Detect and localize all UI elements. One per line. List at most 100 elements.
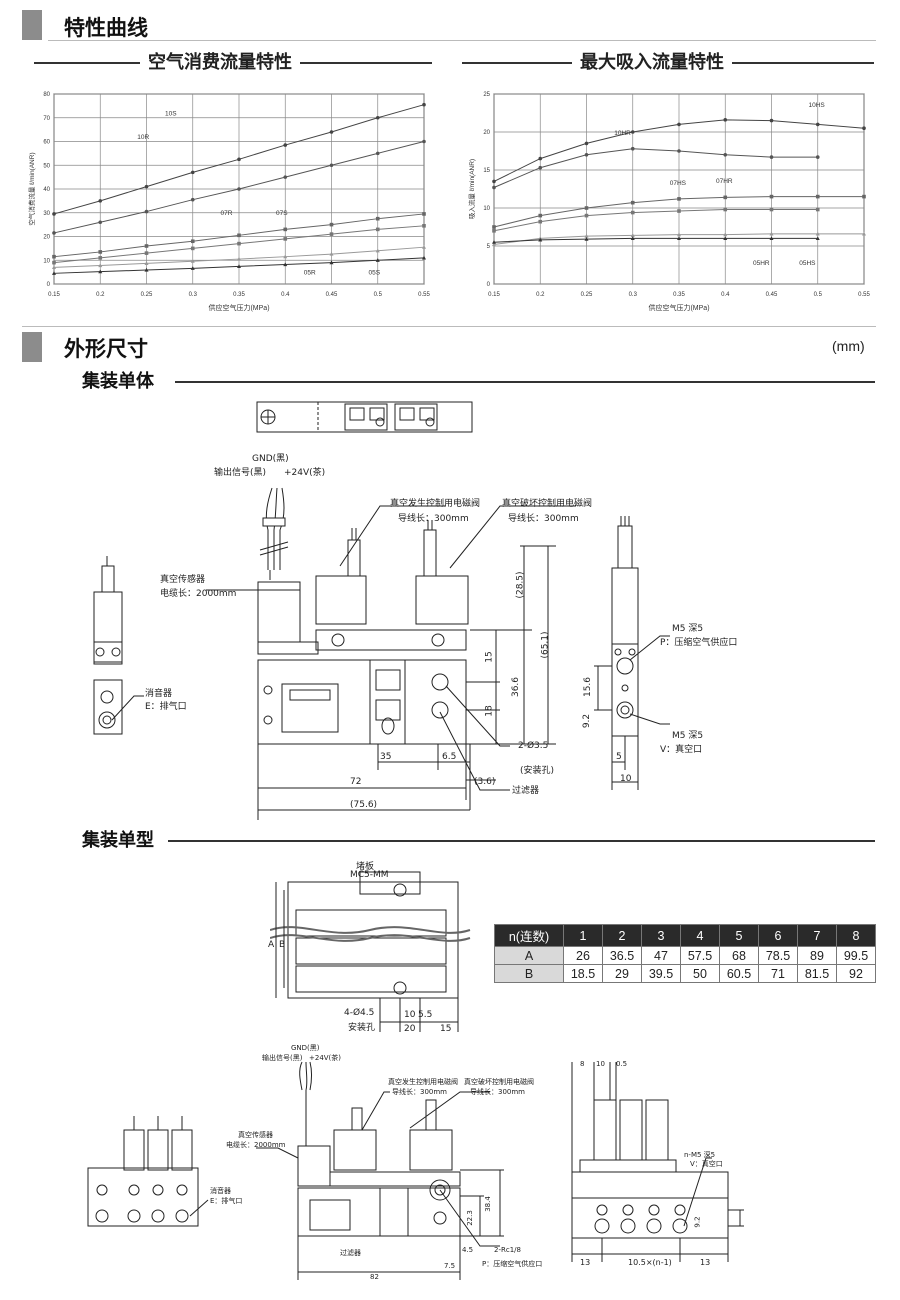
table-header-cell: n(连数) xyxy=(494,924,564,947)
x-tick-label: 0.45 xyxy=(766,292,778,298)
y-tick-label: 0 xyxy=(487,282,491,288)
dim-75-6: (75.6) xyxy=(350,800,378,810)
table-cell: B xyxy=(494,964,564,983)
filter-label: 过滤器 xyxy=(340,1249,361,1257)
data-point xyxy=(584,213,589,218)
x-tick-label: 0.4 xyxy=(721,292,730,298)
y-axis-label: 空气消费流量 ℓ/min(ANR) xyxy=(27,152,36,225)
data-point xyxy=(329,163,334,168)
table-header-cell: 2 xyxy=(602,924,642,947)
series-annotation: 05HS xyxy=(799,260,816,267)
valve2-label: 真空破坏控制用电磁阀 xyxy=(464,1078,534,1086)
data-point xyxy=(677,209,681,213)
data-point xyxy=(584,236,589,241)
mount-holes-note: 安装孔 xyxy=(348,1023,376,1033)
series-annotation: 10HR xyxy=(614,130,631,137)
data-point xyxy=(190,246,195,251)
data-point xyxy=(190,266,195,270)
dim-72: 72 xyxy=(350,777,362,787)
y-tick-label: 80 xyxy=(43,92,50,98)
data-point xyxy=(677,236,681,240)
section-marker xyxy=(22,332,42,362)
data-point xyxy=(815,231,820,236)
data-point xyxy=(375,115,380,120)
data-point xyxy=(98,263,103,268)
wire-signal-label: 输出信号(黑) xyxy=(262,1054,303,1062)
dim-15-6: 15.6 xyxy=(583,676,594,698)
table-cell: 68 xyxy=(719,946,759,965)
dim-6-5: 6.5 xyxy=(442,752,457,762)
table-cell: 18.5 xyxy=(563,964,603,983)
silencer-label: 消音器 xyxy=(145,689,173,699)
x-tick-label: 0.35 xyxy=(673,292,685,298)
x-tick-label: 0.4 xyxy=(281,292,290,298)
y-tick-label: 50 xyxy=(43,163,50,169)
single-unit-drawing xyxy=(93,401,670,820)
chart1-title: 空气消费流量特性 xyxy=(140,48,300,74)
dim-10: 10 xyxy=(404,1010,416,1020)
table-cell: 29 xyxy=(602,964,642,983)
data-point xyxy=(723,195,728,200)
data-point xyxy=(492,185,496,190)
dim-7-5: 7.5 xyxy=(444,1262,456,1270)
data-point xyxy=(538,156,543,161)
series-line-10HR xyxy=(493,148,818,188)
table-cell: 71 xyxy=(758,964,798,983)
dim-13-right: 13 xyxy=(700,1258,711,1267)
dim-8: 8 xyxy=(580,1060,585,1068)
rc-port-label: 2-Rc1/8 xyxy=(494,1246,521,1254)
series-annotation: 05S xyxy=(369,270,381,277)
data-point xyxy=(190,259,195,263)
data-point xyxy=(492,179,496,184)
data-point xyxy=(815,155,820,159)
valve1-length: 导线长：300mm xyxy=(392,1088,447,1096)
data-point xyxy=(422,244,426,249)
table-header-cell: 8 xyxy=(836,924,876,947)
series-annotation: 05HR xyxy=(753,260,770,267)
chart2-title: 最大吸入流量特性 xyxy=(572,48,732,74)
manifold-top-view xyxy=(270,871,471,1032)
table-cell: A xyxy=(494,946,564,965)
dim-10: 10 xyxy=(620,774,632,784)
data-point xyxy=(98,199,103,203)
dim-15: 15 xyxy=(440,1024,452,1034)
data-point xyxy=(237,233,241,238)
y-tick-label: 70 xyxy=(43,116,50,122)
table-header: n(连数) 1 2 3 4 5 6 7 8 xyxy=(494,924,876,947)
dim-15: 15 xyxy=(484,651,495,663)
p-port-label: P：压缩空气供应口 xyxy=(482,1260,543,1268)
dim-65-1: (65.1) xyxy=(540,631,551,659)
y-tick-label: 30 xyxy=(43,211,50,217)
mount-holes-label: 4-Ø4.5 xyxy=(344,1008,375,1018)
series-annotation: 10HS xyxy=(809,102,826,109)
data-point xyxy=(862,126,866,130)
data-point xyxy=(329,222,334,227)
data-point xyxy=(190,239,195,244)
data-point xyxy=(630,130,635,134)
table-cell: 50 xyxy=(680,964,720,983)
data-point xyxy=(677,197,681,201)
y-tick-label: 15 xyxy=(483,168,490,174)
data-point xyxy=(329,260,334,265)
data-point xyxy=(815,236,820,240)
x-axis-label: 供应空气压力(MPa) xyxy=(208,303,269,312)
series-line-05HS xyxy=(493,237,818,243)
divider xyxy=(48,40,876,41)
data-point xyxy=(283,254,288,259)
data-point xyxy=(375,151,380,156)
dim-5: 5 xyxy=(616,752,622,762)
subsection-manifold: 集装单型 xyxy=(76,826,160,852)
data-point xyxy=(815,194,820,199)
data-point xyxy=(584,153,589,157)
data-point xyxy=(723,207,728,212)
data-point xyxy=(375,248,380,253)
y-tick-label: 0 xyxy=(47,282,51,288)
wire-24v-label: +24V(茶) xyxy=(284,468,326,478)
valve1-label: 真空发生控制用电磁阀 xyxy=(388,1078,458,1086)
series-annotation: 07R xyxy=(221,210,233,217)
x-tick-label: 0.5 xyxy=(374,292,383,298)
y-tick-label: 60 xyxy=(43,140,50,146)
x-tick-label: 0.25 xyxy=(581,292,593,298)
data-point xyxy=(52,271,56,275)
dim-0-5: 0.5 xyxy=(616,1060,628,1068)
